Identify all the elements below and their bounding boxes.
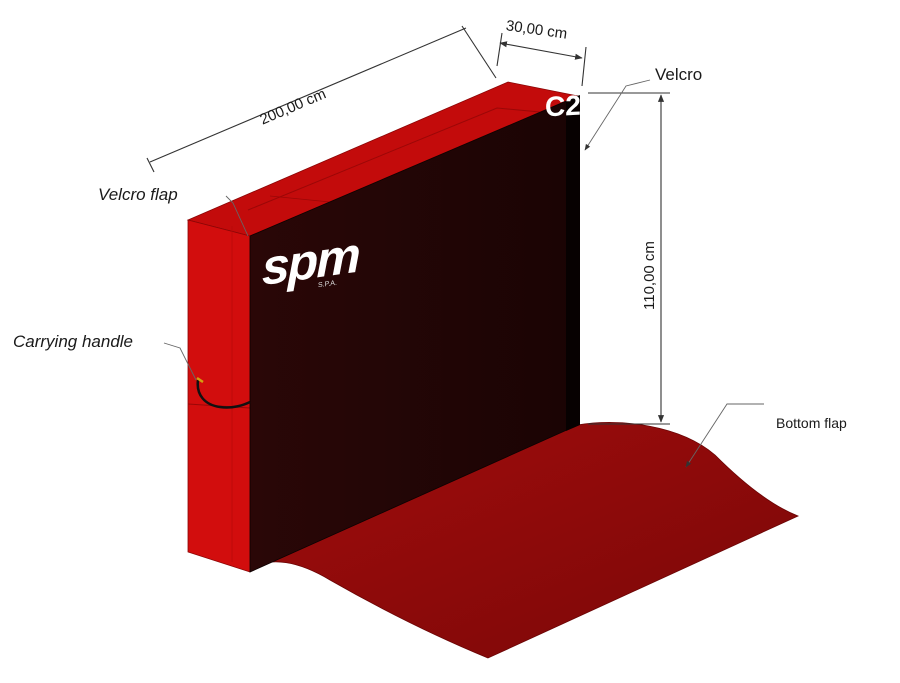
velcro-callout: Velcro bbox=[584, 65, 702, 151]
depth-label: 30,00 cm bbox=[505, 17, 568, 42]
bottom-flap-label: Bottom flap bbox=[776, 415, 847, 431]
carrying-handle-label: Carrying handle bbox=[13, 332, 133, 351]
handle-buckle bbox=[196, 376, 204, 384]
length-label: 200,00 cm bbox=[257, 85, 328, 128]
spm-logo: spm S.P.A. bbox=[262, 227, 359, 296]
carrying-handle bbox=[196, 379, 251, 409]
depth-dimension: 30,00 cm bbox=[496, 17, 587, 87]
velcro-flap-label: Velcro flap bbox=[98, 185, 178, 204]
velcro-strip bbox=[566, 95, 580, 431]
velcro-label: Velcro bbox=[655, 65, 702, 84]
velcro-flap-callout: Velcro flap bbox=[98, 185, 249, 237]
product-code: C2 bbox=[545, 90, 581, 123]
bottom-flap bbox=[247, 422, 800, 659]
top-panel-seam bbox=[269, 195, 331, 203]
logo-text: spm bbox=[262, 227, 359, 296]
bottom-flap-callout: Bottom flap bbox=[685, 403, 847, 468]
carrying-handle-callout: Carrying handle bbox=[13, 332, 197, 381]
logo-subtext: S.P.A. bbox=[318, 280, 337, 290]
velcro-flap-seam bbox=[247, 107, 541, 211]
height-dimension: 110,00 cm bbox=[588, 92, 670, 425]
mat-side-face bbox=[187, 219, 251, 573]
height-label: 110,00 cm bbox=[641, 241, 658, 310]
